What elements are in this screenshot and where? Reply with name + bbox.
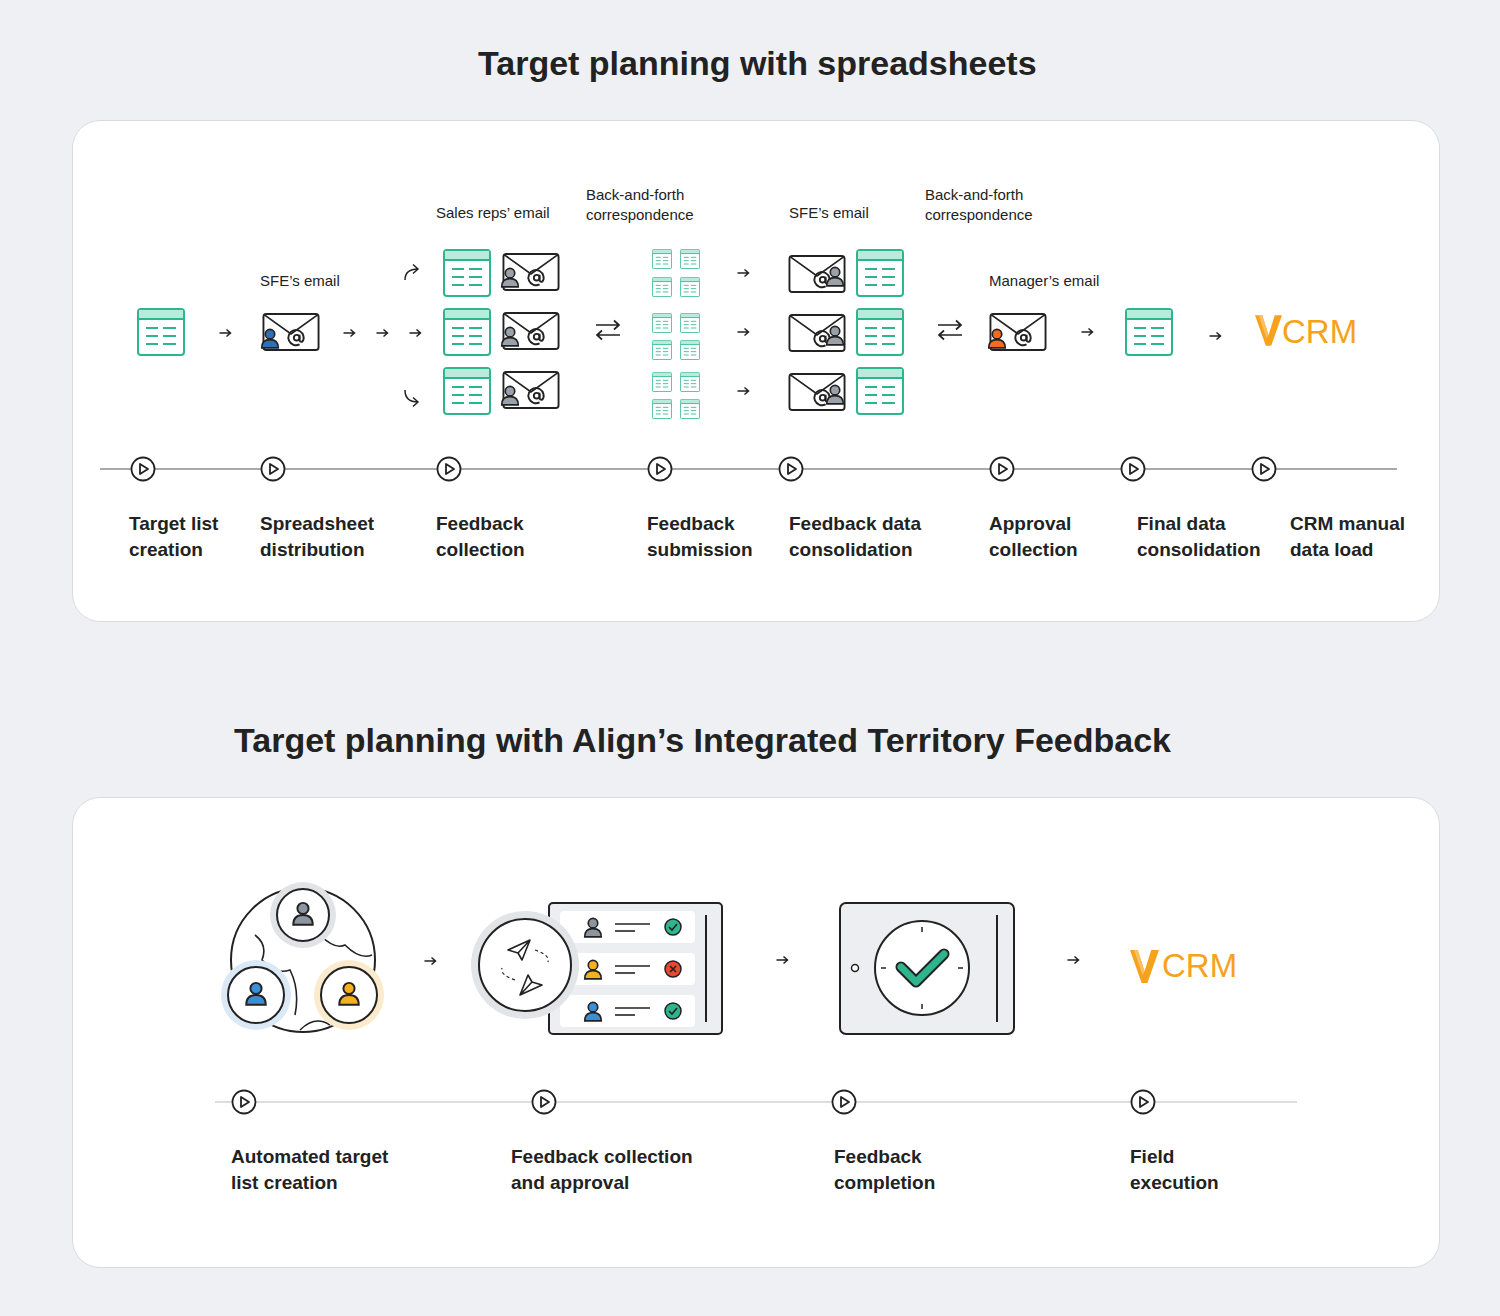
timeline bbox=[100, 458, 1397, 1114]
step-label: Feedback collection and approval bbox=[511, 1144, 716, 1195]
step-label: Approval collection bbox=[989, 511, 1124, 562]
step-label: Feedback collection bbox=[436, 511, 586, 562]
spreadsheet-flow bbox=[138, 249, 1282, 418]
annotation: SFE’s email bbox=[260, 271, 390, 291]
feedback-tablet bbox=[840, 903, 1014, 1034]
logo-text: CRM bbox=[1282, 310, 1382, 355]
step-label: Feedback submission bbox=[647, 511, 777, 562]
step-label: Automated target list creation bbox=[231, 1144, 421, 1195]
annotation: SFE’s email bbox=[789, 203, 919, 223]
panel-heading: Target planning with Align’s Integrated … bbox=[234, 720, 1171, 760]
annotation: Back-and-forth correspondence bbox=[586, 185, 711, 226]
annotation: Manager’s email bbox=[989, 271, 1129, 291]
step-label: Target list creation bbox=[129, 511, 254, 562]
panel-heading: Target planning with spreadsheets bbox=[478, 43, 1037, 83]
step-label: CRM manual data load bbox=[1290, 511, 1430, 562]
logo-text: CRM bbox=[1162, 944, 1262, 989]
territory-globe bbox=[221, 882, 384, 1032]
feedback-checklist bbox=[471, 903, 722, 1034]
step-label: Feedback completion bbox=[834, 1144, 964, 1195]
step-label: Field execution bbox=[1130, 1144, 1230, 1195]
step-label: Spreadsheet distribution bbox=[260, 511, 425, 562]
step-label: Final data consolidation bbox=[1137, 511, 1285, 562]
panel-box: Target planning with Align’s Integrated … bbox=[72, 797, 1440, 1268]
annotation: Sales reps’ email bbox=[436, 203, 586, 223]
annotation: Back-and-forth correspondence bbox=[925, 185, 1050, 226]
step-label: Feedback data consolidation bbox=[789, 511, 974, 562]
